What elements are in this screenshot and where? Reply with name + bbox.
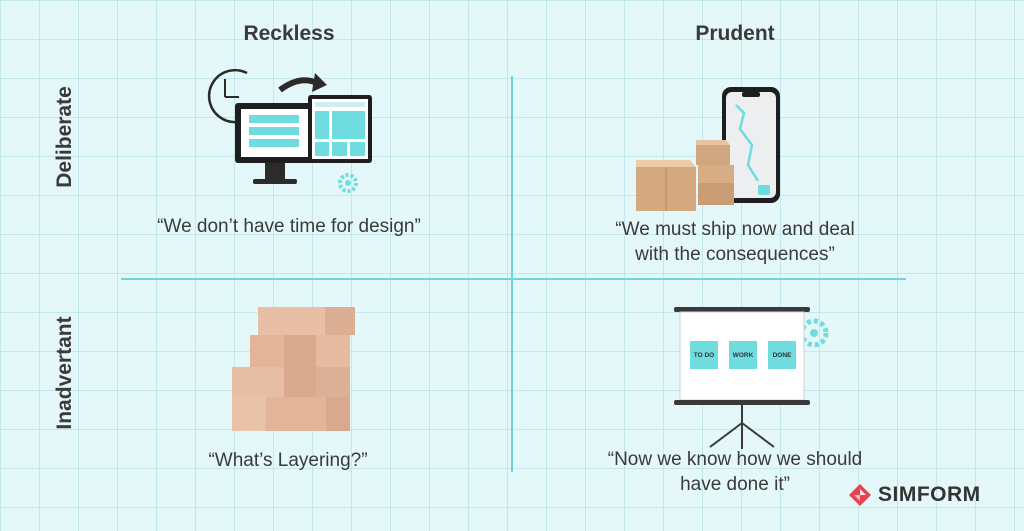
quote-line-2: with the consequences” [635, 243, 835, 265]
row-header-deliberate: Deliberate [53, 86, 76, 188]
quote-line-1: “Now we know how we should [607, 449, 863, 470]
quote-line-1: “We must ship now and deal [615, 219, 855, 240]
quote-inadvertant-reckless: “What’s Layering?” [208, 450, 368, 471]
board-label-work: WORK [733, 352, 754, 359]
column-header-prudent: Prudent [695, 22, 775, 45]
quadrant-divider-horizontal [121, 278, 906, 280]
monitor-clock-icon [207, 68, 372, 193]
quote-deliberate-reckless: “We don’t have time for design” [157, 216, 421, 237]
wooden-blocks-icon [232, 307, 355, 431]
simform-logo: SIMFORM [848, 483, 981, 507]
simform-logo-text: SIMFORM [878, 483, 981, 506]
quote-deliberate-prudent: “We must ship now and deal with the cons… [615, 218, 854, 267]
phone-boxes-icon [636, 87, 780, 211]
row-header-inadvertant: Inadvertant [53, 316, 76, 430]
quote-line-2: have done it” [680, 473, 790, 495]
simform-logo-mark-icon [849, 484, 871, 506]
board-label-todo: TO DO [694, 352, 714, 359]
quote-inadvertant-prudent: “Now we know how we should have done it” [608, 448, 863, 497]
column-header-reckless: Reckless [243, 22, 335, 45]
board-label-done: DONE [773, 352, 792, 359]
kanban-board-icon: TO DO WORK DONE [674, 307, 829, 449]
quadrant-divider-vertical [511, 76, 513, 472]
